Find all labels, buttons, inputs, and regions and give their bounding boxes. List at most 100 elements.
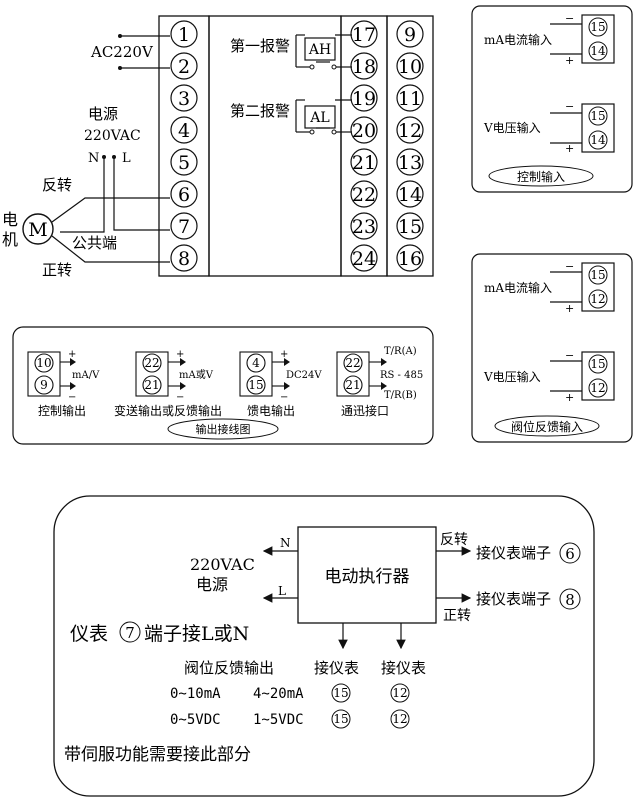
output-control-caption: 控制输出 [38,403,86,418]
terminal-middle-circle [350,116,378,144]
output-control-top: 10 [36,356,51,370]
terminal-left-circle [170,20,198,48]
terminal-right-circle [396,20,424,48]
output-comm-terminal [343,353,363,373]
alarm1-label: 第一报警 [230,37,290,55]
output-comm-terminal [343,375,363,395]
servo-reverse-label: 反转 [440,532,468,548]
terminal-middle-number: 18 [352,56,376,78]
terminal-left-number: 4 [178,120,190,142]
control-input-title-oval [488,165,594,187]
terminal-strip [158,15,434,277]
output-transmit-minus: − [176,392,184,403]
output-control-terminal [34,353,54,373]
terminal-middle-circle [350,84,378,112]
motor-label-top: 电 [2,210,18,229]
terminal-right-circle [396,148,424,176]
terminal-left-circle [170,148,198,176]
servo-note-prefix: 仪表 [70,623,108,645]
terminal-middle-circle [350,52,378,80]
terminal-left-number: 8 [178,248,190,270]
servo-row2-t1-circle [331,709,351,729]
terminal-left-circle [170,84,198,112]
right-terminal-block [386,15,434,277]
output-feed-signal: DC24V [286,370,322,381]
terminal-left-circle [170,116,198,144]
control-input-plus: + [565,142,574,155]
control-input-ma-label: mA电流输入 [484,32,552,47]
output-feed-caption: 馈电输出 [247,403,295,418]
servo-row2-t1: 15 [333,712,348,726]
terminal-right-circle [396,84,424,112]
control-input-v-top: 15 [590,109,605,123]
motor-power-n: N [88,151,99,166]
output-control-plus: + [68,349,76,360]
terminal-left-number: 3 [178,88,190,110]
terminal-left-circle [170,180,198,208]
terminal-left-number: 5 [178,152,190,174]
servo-reverse-terminal: 6 [565,545,575,563]
valve-feedback-plus: + [565,391,574,404]
output-comm-line2: RS - 485 [380,370,423,381]
servo-forward-terminal: 8 [565,591,575,609]
terminal-left-number: 1 [178,24,190,46]
motor-wiring [51,157,170,263]
valve-feedback-terminal [588,378,608,398]
output-control-bottom: 9 [40,378,48,392]
output-comm-line1: T/R(A) [384,346,417,357]
supply-wires [120,35,170,69]
terminal-right-number: 12 [398,120,422,142]
valve-feedback-minus: − [565,349,574,362]
alarm1-code: AH [308,42,331,58]
output-arrows [70,358,387,390]
valve-feedback-terminal [588,289,608,309]
valve-feedback-title-oval [494,415,600,437]
valve-feedback-ma-bottom: 12 [590,292,605,306]
valve-feedback-terminal [588,265,608,285]
terminal-right-circle [396,244,424,272]
control-input-plus: + [565,54,574,67]
motor-power-title: 电源 [88,105,118,123]
servo-row2-range1: 0~5VDC [170,712,221,728]
terminal-right-number: 16 [398,248,422,270]
terminal-middle-number: 20 [352,120,376,142]
control-input-ma-top: 15 [590,20,605,34]
terminal-left-circle [170,212,198,240]
servo-n: N [280,536,291,550]
servo-row1-range2: 4~20mA [253,686,304,702]
output-transmit-signal: mA或V [179,369,214,381]
output-title-oval [167,418,279,440]
terminal-middle-number: 17 [352,24,376,46]
servo-panel [53,495,595,797]
output-transmit-plus: + [176,349,184,360]
output-comm-top: 22 [345,356,360,370]
control-input-title: 控制输入 [517,169,565,184]
supply-terminal-dot [118,34,122,38]
output-feed-top: 4 [252,356,260,370]
control-input-terminal [588,130,608,150]
control-input-v-bottom: 14 [590,133,606,147]
servo-row1-range1: 0~10mA [170,686,221,702]
terminal-middle-circle [350,180,378,208]
valve-feedback-v-bottom: 12 [590,381,605,395]
control-input-terminal [588,41,608,61]
motor-power-l: L [122,151,131,166]
terminal-left-number: 7 [178,216,190,238]
output-comm-line3: T/R(B) [384,390,417,401]
output-panel [12,326,434,445]
output-transmit-top: 22 [144,356,159,370]
terminal-right-number: 13 [398,152,422,174]
motor-power-voltage: 220VAC [84,128,141,144]
output-transmit-terminal [142,353,162,373]
servo-forward-label: 正转 [443,608,471,624]
control-input-ma-bottom: 14 [590,44,606,58]
terminal-middle-circle [350,148,378,176]
control-input-panel [471,5,633,193]
motor-symbol: M [28,219,47,241]
output-control-signal: mA/V [72,370,100,381]
servo-col2-header: 接仪表 [381,659,426,677]
servo-note-suffix: 端子接L或N [144,623,249,645]
terminal-left-circle [170,52,198,80]
terminal-right-circle [396,212,424,240]
valve-feedback-v-label: V电压输入 [483,369,541,384]
